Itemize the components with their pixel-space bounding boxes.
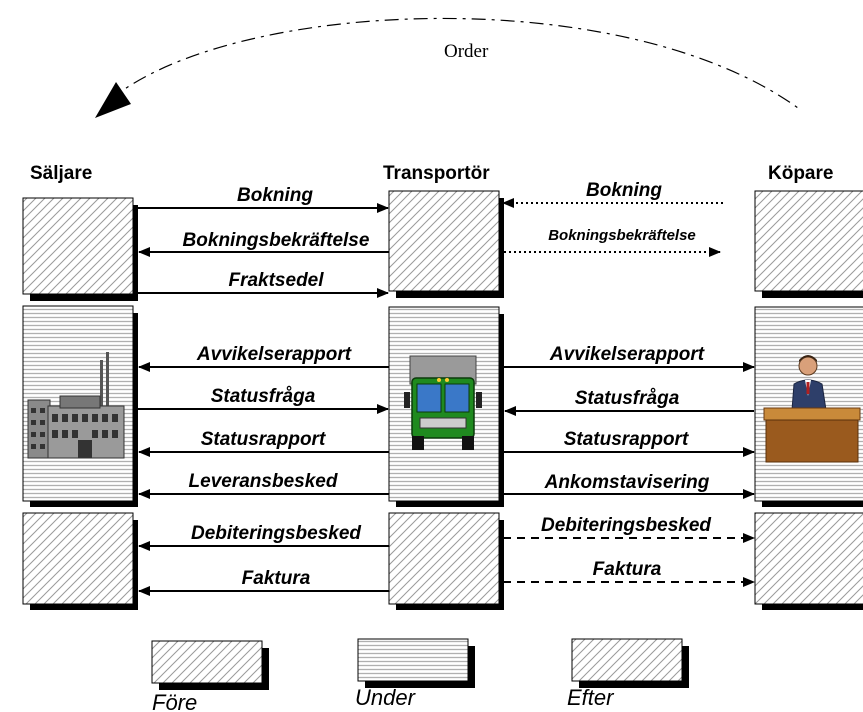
label-statusrapport-right: Statusrapport	[564, 429, 689, 450]
order-arrowhead	[95, 82, 131, 118]
label-avvikelserapport-left: Avvikelserapport	[196, 344, 352, 365]
actor-carrier: Transportör	[383, 163, 490, 184]
order-label: Order	[444, 41, 489, 62]
label-bokningsbekraftelse-right: Bokningsbekräftelse	[548, 227, 696, 244]
label-leveransbesked-left: Leveransbesked	[189, 471, 338, 492]
buyer-boxes	[754, 190, 863, 610]
label-bokningsbekraftelse-left: Bokningsbekräftelse	[183, 230, 370, 251]
legend-label-under: Under	[355, 685, 417, 710]
order-arc: Order	[95, 17, 799, 118]
label-faktura-left: Faktura	[242, 568, 311, 589]
label-ankomstavisering-right: Ankomstavisering	[544, 472, 710, 493]
label-debiteringsbesked-left: Debiteringsbesked	[191, 523, 361, 544]
label-statusfraga-right: Statusfråga	[575, 388, 680, 409]
left-labels: Bokning Bokningsbekräftelse Fraktsedel A…	[183, 185, 370, 589]
legend-label-fore: Före	[152, 690, 197, 712]
right-arrows	[499, 198, 755, 587]
left-arrows	[138, 203, 389, 596]
label-debiteringsbesked-right: Debiteringsbesked	[541, 515, 711, 536]
label-bokning-right: Bokning	[586, 180, 662, 201]
label-bokning-left: Bokning	[237, 185, 313, 206]
legend-swatch-efter	[571, 638, 683, 682]
label-statusrapport-left: Statusrapport	[201, 429, 326, 450]
legend: Före Under Efter	[151, 638, 689, 712]
label-statusfraga-left: Statusfråga	[211, 386, 316, 407]
businessman-icon	[763, 355, 861, 463]
label-avvikelserapport-right: Avvikelserapport	[549, 344, 705, 365]
label-faktura-right: Faktura	[593, 559, 662, 580]
right-labels: Bokning Bokningsbekräftelse Avvikelserap…	[541, 180, 711, 580]
truck-icon	[404, 355, 482, 450]
legend-label-efter: Efter	[567, 685, 615, 710]
factory-icon	[27, 352, 125, 459]
legend-swatch-under	[357, 638, 469, 682]
actor-seller: Säljare	[30, 163, 92, 184]
actor-buyer: Köpare	[768, 163, 833, 184]
legend-swatch-fore	[151, 640, 263, 684]
label-fraktsedel-left: Fraktsedel	[228, 270, 324, 291]
